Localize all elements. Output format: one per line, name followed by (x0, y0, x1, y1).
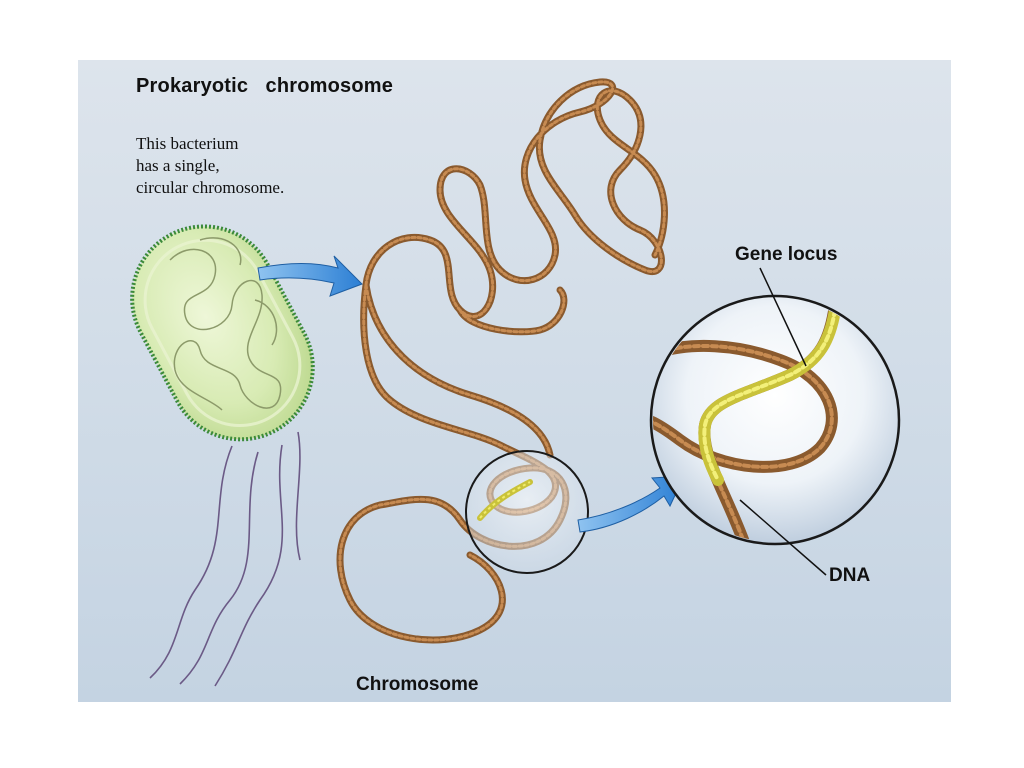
diagram-description: This bacterium has a single, circular ch… (136, 133, 366, 199)
zoom-magnifier (649, 294, 901, 546)
arrow-to-chromosome (257, 255, 363, 297)
description-line: This bacterium (136, 134, 239, 153)
chromosome-label: Chromosome (356, 674, 479, 695)
diagram-title: Prokaryotic chromosome (136, 75, 394, 97)
dna-leader (739, 499, 827, 576)
description-line: has a single, (136, 156, 220, 175)
gene-locus-label: Gene locus (735, 244, 838, 265)
small-magnifier (465, 450, 589, 574)
bacterium-internal-dna (169, 237, 282, 411)
gene-locus-leader (759, 267, 807, 367)
flagella (149, 431, 301, 687)
description-line: circular chromosome. (136, 178, 285, 197)
dna-label: DNA (829, 565, 871, 586)
bacterium (130, 224, 315, 442)
